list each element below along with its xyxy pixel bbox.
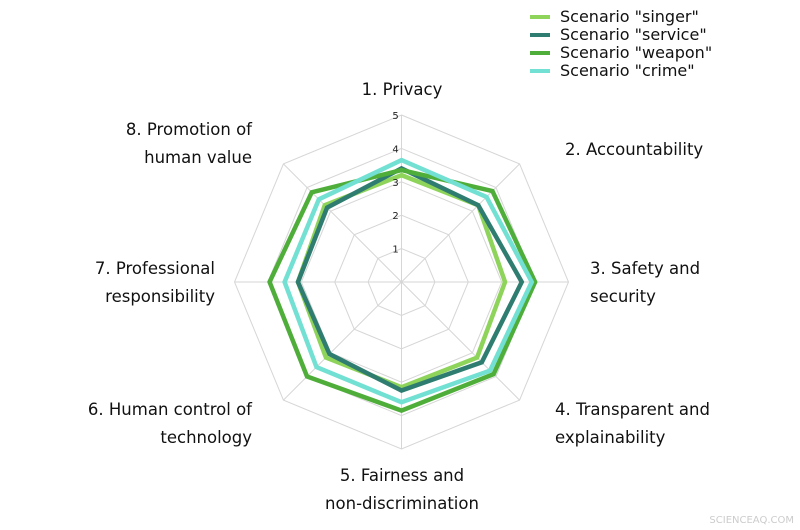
- legend-item: Scenario "service": [530, 26, 712, 44]
- axis-label-line: 5. Fairness and: [339, 466, 465, 485]
- axis-label-line: 6. Human control of: [87, 400, 252, 419]
- legend-swatch: [530, 51, 550, 55]
- axis-label: 6. Human control of technology: [88, 396, 252, 452]
- grid-spoke: [283, 163, 402, 283]
- axis-label: 8. Promotion of human value: [126, 116, 252, 172]
- legend-swatch: [530, 33, 550, 37]
- legend-swatch: [530, 69, 550, 73]
- axis-label: 5. Fairness and non-discrimination: [325, 462, 479, 518]
- axis-label: 3. Safety and security: [590, 255, 700, 311]
- axis-label-line: non-discrimination: [325, 494, 479, 513]
- grid-spoke: [283, 281, 402, 401]
- axis-label-line: 3. Safety and: [590, 259, 701, 278]
- tick-label: 2: [392, 211, 398, 222]
- axis-label-line: technology: [160, 428, 252, 447]
- series-line-2: [267, 167, 538, 413]
- axis-label-line: security: [590, 287, 656, 306]
- tick-label: 3: [392, 178, 398, 189]
- tick-label: 4: [392, 144, 398, 155]
- legend-swatch: [530, 15, 550, 19]
- series-line-1: [295, 165, 525, 393]
- axis-label: 1. Privacy: [362, 76, 443, 104]
- grid-spoke: [401, 163, 520, 283]
- legend-label: Scenario "crime": [560, 61, 695, 80]
- axis-label: 4. Transparent and explainability: [555, 396, 710, 452]
- axis-label-line: responsibility: [105, 287, 215, 306]
- tick-label: 1: [392, 245, 398, 256]
- watermark: SCIENCEAQ.COM: [709, 515, 794, 526]
- legend: Scenario "singer"Scenario "service"Scena…: [530, 8, 712, 80]
- legend-item: Scenario "singer": [530, 8, 712, 26]
- legend-label: Scenario "weapon": [560, 43, 713, 62]
- legend-item: Scenario "weapon": [530, 44, 712, 62]
- legend-label: Scenario "service": [560, 25, 707, 44]
- axis-label-line: human value: [144, 148, 252, 167]
- tick-label: 5: [392, 111, 398, 122]
- axis-label-line: 2. Accountability: [565, 140, 704, 159]
- axis-label-line: 8. Promotion of: [125, 120, 252, 139]
- series-line-3: [282, 157, 535, 405]
- legend-label: Scenario "singer": [560, 7, 699, 26]
- legend-item: Scenario "crime": [530, 62, 712, 80]
- axis-label-line: explainability: [555, 428, 666, 447]
- axis-label-line: 1. Privacy: [361, 80, 443, 99]
- axis-label: 7. Professional responsibility: [95, 255, 215, 311]
- axis-label: 2. Accountability: [565, 136, 703, 164]
- axis-label-line: 4. Transparent and: [555, 400, 710, 419]
- axis-label-line: 7. Professional: [94, 259, 215, 278]
- grid-spoke: [401, 281, 520, 401]
